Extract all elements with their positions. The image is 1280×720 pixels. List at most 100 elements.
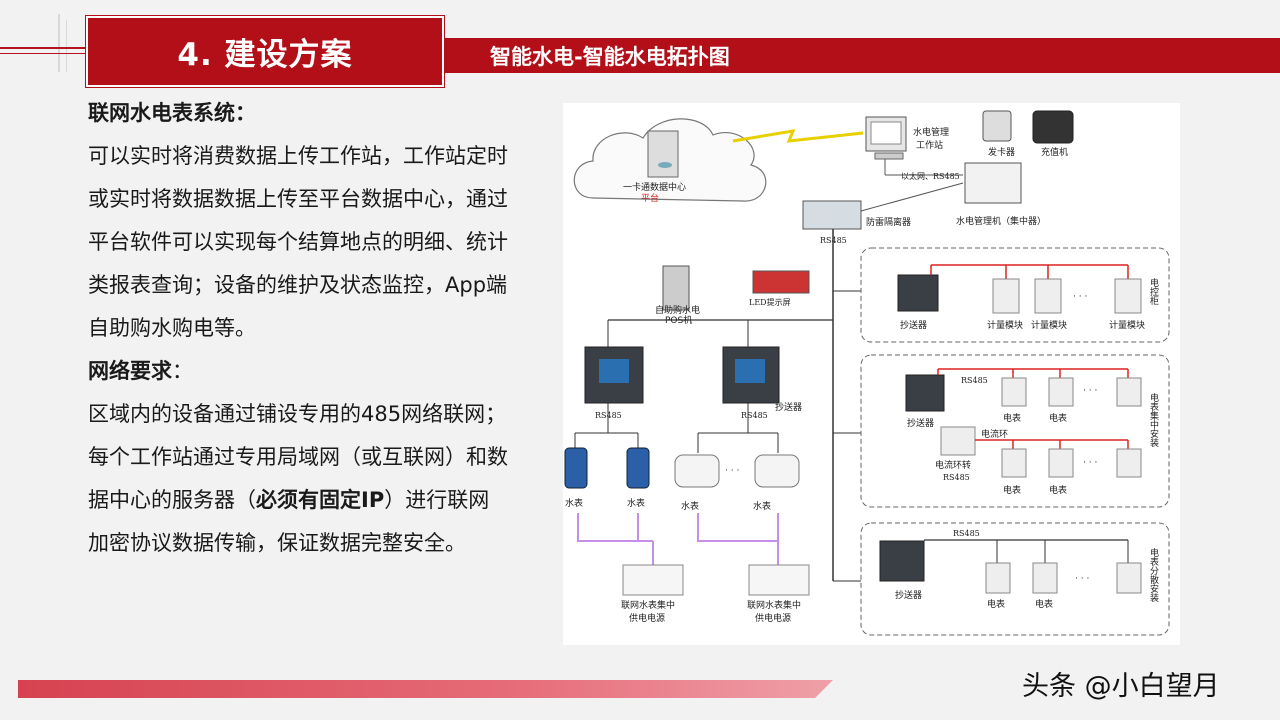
water-dots: · · · [725,466,739,476]
group-2-dots-2: · · · [1083,458,1097,468]
group-1-label: 电控柜 [1148,277,1159,306]
elec-6-label: 电表 [1035,598,1053,610]
pos-label-2: POS机 [665,314,692,326]
group-1-copier-icon [897,274,939,312]
collector-label: 水电管理机（集中器） [956,215,1046,227]
group-2-copier-icon [905,374,945,412]
paragraph-network-meter: 可以实时将消费数据上传工作站，工作站定时或实时将数据数据上传至平台数据中心，通过… [88,144,508,340]
section-title: 4. 建设方案 [177,37,353,73]
cloud-sub-label: 平台 [641,192,659,204]
elec-4-label: 电表 [1049,484,1067,496]
elec-2-label: 电表 [1049,412,1067,424]
power-1-label-2: 供电电源 [629,612,665,624]
elec-meter-7-icon [985,562,1011,594]
elec-meter-6-icon [1116,448,1142,478]
decor-vertical-line [58,14,60,72]
led-label: LED提示屏 [749,297,791,307]
water-meter-3-icon [674,454,720,488]
water-meter-4-label: 水表 [753,500,771,512]
cloud-label: 一卡通数据中心 [623,181,686,193]
current-conv-label-2: RS485 [943,473,970,482]
watermark: 头条 @小白望月 [1022,671,1220,702]
text-content: 联网水电表系统： 可以实时将消费数据上传工作站，工作站定时或实时将数据数据上传至… [88,92,508,565]
meter-module-2-icon [1034,278,1062,314]
workstation-label: 水电管理 [913,126,949,138]
heading-network-req-line: 网络要求： [88,350,508,393]
elec-3-label: 电表 [1003,484,1021,496]
group-2-box [860,354,1170,508]
elec-meter-1-icon [1001,377,1027,407]
power-supply-2-icon [748,564,810,596]
section-title-box: 4. 建设方案 [86,16,444,87]
banner-title: 智能水电-智能水电拓扑图 [490,44,730,69]
bottom-decor-bar [18,680,833,698]
group-2-copier-label: 抄送器 [907,417,934,429]
group-1-copier-label: 抄送器 [900,319,927,331]
workstation-label-2: 工作站 [916,139,943,151]
water-meter-1-label: 水表 [565,497,583,509]
elec-meter-8-icon [1032,562,1058,594]
rs485-b-label: RS485 [741,411,768,420]
group-3-rs485-label: RS485 [953,529,980,538]
heading-network-meter: 联网水电表系统： [88,101,256,125]
led-icon [752,270,810,294]
water-meter-2-label: 水表 [627,497,645,509]
purple-wire-2 [697,513,779,542]
power-supply-1-icon [622,564,684,596]
group-2-label: 电表集中安装 [1148,392,1159,448]
network-label: 以太网、RS485 [901,171,960,181]
elec-5-label: 电表 [987,598,1005,610]
decor-red-line [0,47,86,49]
power-1-label: 联网水表集中 [621,599,675,611]
elec-meter-2-icon [1048,377,1074,407]
heading-colon: ： [172,359,193,383]
current-converter-icon [940,426,976,456]
paragraph2-bold: 必须有固定IP [256,488,385,512]
group-3-copier-label: 抄送器 [895,589,922,601]
group-3-box [860,522,1170,636]
group-3-dots: · · · [1075,574,1089,584]
paragraph-network-req: 区域内的设备通过铺设专用的485网络联网；每个工作站通过专用局域网（或互联网）和… [88,393,508,565]
paragraph2-part1: 区域内的设备通过铺设专用的485网络联网；每个工作站通过专用局域网（或互联网）和… [88,402,508,512]
pos-label: 自助购水电 [655,304,700,316]
group-1-dots: · · · [1073,292,1087,302]
meter-module-2-label: 计量模块 [1031,319,1067,331]
water-meter-2-icon [626,447,650,489]
surge-protector-icon [802,200,862,230]
banner: 智能水电-智能水电拓扑图 [444,38,1280,73]
group-3-copier-icon [879,540,925,582]
water-meter-1-icon [564,447,588,489]
current-loop-label: 电流环 [981,428,1008,440]
decor-red-line-2 [0,53,86,54]
card-issuer-label: 发卡器 [988,146,1015,158]
server-icon [647,130,679,178]
elec-1-label: 电表 [1003,412,1021,424]
meter-module-3-icon [1114,278,1142,314]
power-2-label-2: 供电电源 [755,612,791,624]
meter-module-1-label: 计量模块 [987,319,1023,331]
meter-module-1-icon [992,278,1020,314]
elec-meter-3-icon [1116,377,1142,407]
group-3-label: 电表分散安装 [1148,547,1159,603]
topology-diagram: 一卡通数据中心 平台 水电管理 工作站 发卡器 充值机 以太网、RS485 水电… [563,103,1180,645]
power-2-label: 联网水表集中 [747,599,801,611]
collector-icon [964,162,1022,204]
recharger-label: 充值机 [1041,146,1068,158]
decor-vertical-line-2 [66,20,67,72]
group-2-dots-1: · · · [1083,386,1097,396]
pos-icon [662,265,690,311]
group-1-box [860,247,1170,343]
purple-wire-1 [577,513,639,542]
topology-svg: 一卡通数据中心 平台 水电管理 工作站 发卡器 充值机 以太网、RS485 水电… [564,110,1170,636]
heading-network-req: 网络要求 [88,359,172,383]
card-issuer-icon [982,110,1012,142]
water-meter-4-icon [754,454,800,488]
surge-label: 防雷隔离器 [866,216,911,228]
elec-meter-5-icon [1048,448,1074,478]
elec-meter-4-icon [1001,448,1027,478]
paragraph2-part2: ）进行联网加密协议数据传输，保证数据完整安全。 [88,488,490,555]
recharger-icon [1032,110,1074,144]
copier-label: 抄送器 [775,401,802,413]
elec-meter-9-icon [1116,562,1142,594]
water-meter-3-label: 水表 [681,500,699,512]
